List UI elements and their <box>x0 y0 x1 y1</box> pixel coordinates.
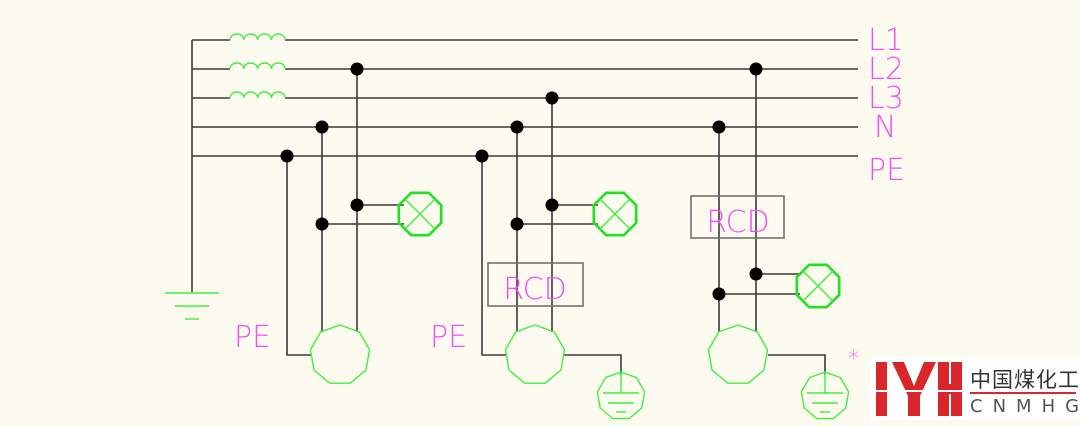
bus-label-l2: L2 <box>868 52 904 87</box>
asterisk-mark: * <box>848 347 859 372</box>
bus-lines <box>191 39 858 292</box>
junction-dot <box>712 287 726 301</box>
bus-label-l1: L1 <box>868 23 904 58</box>
junction-dot <box>545 91 559 105</box>
pe-label: PE <box>430 320 467 355</box>
lamp-icon <box>397 191 443 237</box>
junction-dot <box>749 62 763 76</box>
transformer-coils <box>229 33 286 99</box>
motor-icon <box>707 324 769 384</box>
ground-icon <box>596 371 646 420</box>
logo-name-cn: 中国煤化工 <box>970 368 1080 392</box>
circuit-1 <box>286 69 404 356</box>
logo-name-en: CNMHG <box>970 396 1080 417</box>
junction-dot <box>350 198 364 212</box>
inductor-coil-icon <box>229 33 286 41</box>
source-ground-icon <box>165 292 219 320</box>
components <box>309 191 850 420</box>
lamp-icon <box>795 263 841 309</box>
junction-dot <box>350 62 364 76</box>
bus-label-l3: L3 <box>868 81 904 116</box>
bus-label-n: N <box>874 110 896 145</box>
junction-dot <box>280 149 294 163</box>
junction-dots <box>280 62 763 301</box>
rcd-label: RCD <box>706 205 769 240</box>
inductor-coil-icon <box>229 91 286 99</box>
junction-dot <box>510 217 524 231</box>
ground-icon <box>800 371 850 420</box>
rcd-box <box>487 262 584 307</box>
circuit-2: RCD <box>481 98 622 375</box>
pe-label: PE <box>234 320 271 355</box>
junction-dot <box>545 198 559 212</box>
rcd-box <box>690 195 785 239</box>
junction-dot <box>749 267 763 281</box>
motor-icon <box>504 324 566 384</box>
junction-dot <box>510 120 524 134</box>
inductor-coil-icon <box>229 62 286 70</box>
rcd-label: RCD <box>503 272 566 307</box>
lamp-icon <box>592 191 638 237</box>
junction-dot <box>315 217 329 231</box>
junction-dot <box>315 120 329 134</box>
junction-dot <box>475 149 489 163</box>
motor-icon <box>309 324 371 384</box>
circuit-3: RCD <box>690 69 826 375</box>
logo-mark-icon <box>876 362 962 416</box>
cnmhg-logo: 中国煤化工 CNMHG <box>870 358 1080 420</box>
bus-label-pe: PE <box>868 153 905 188</box>
logo-divider <box>970 392 1076 394</box>
junction-dot <box>712 120 726 134</box>
